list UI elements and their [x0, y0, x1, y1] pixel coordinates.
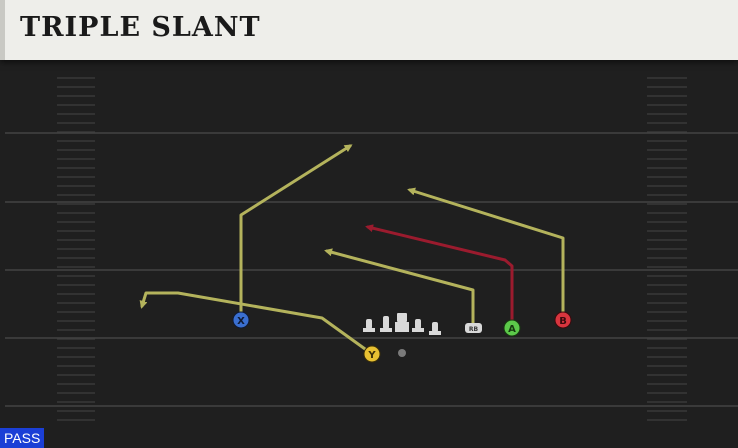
route-y — [139, 291, 374, 356]
title-bar: TRIPLE SLANT — [0, 0, 738, 60]
play-field: RB X Y A B — [0, 62, 738, 448]
player-x-label: X — [237, 316, 245, 327]
hash-marks — [57, 77, 687, 421]
player-y-label: Y — [367, 350, 376, 361]
route-x — [239, 144, 353, 322]
player-x: X — [232, 311, 250, 329]
lineman — [380, 316, 392, 332]
player-rb: RB — [465, 323, 482, 333]
quarterback-marker — [398, 349, 406, 357]
yard-lines — [5, 132, 738, 407]
routes — [139, 144, 565, 356]
player-a: A — [503, 319, 521, 337]
play-title: TRIPLE SLANT — [20, 12, 261, 43]
player-rb-label: RB — [469, 326, 479, 333]
play-diagram: RB X Y A B — [5, 77, 738, 421]
player-b-label: B — [559, 316, 567, 327]
lineman — [412, 319, 424, 332]
offensive-line — [363, 313, 441, 335]
player-y: Y — [363, 345, 381, 363]
player-b: B — [554, 311, 572, 329]
route-b — [407, 187, 565, 322]
route-a — [365, 224, 514, 330]
player-a-label: A — [508, 324, 516, 335]
lineman — [429, 322, 441, 335]
lineman — [363, 319, 375, 332]
center — [395, 313, 409, 332]
play-type-badge: PASS — [0, 428, 45, 448]
route-rb — [324, 248, 475, 330]
